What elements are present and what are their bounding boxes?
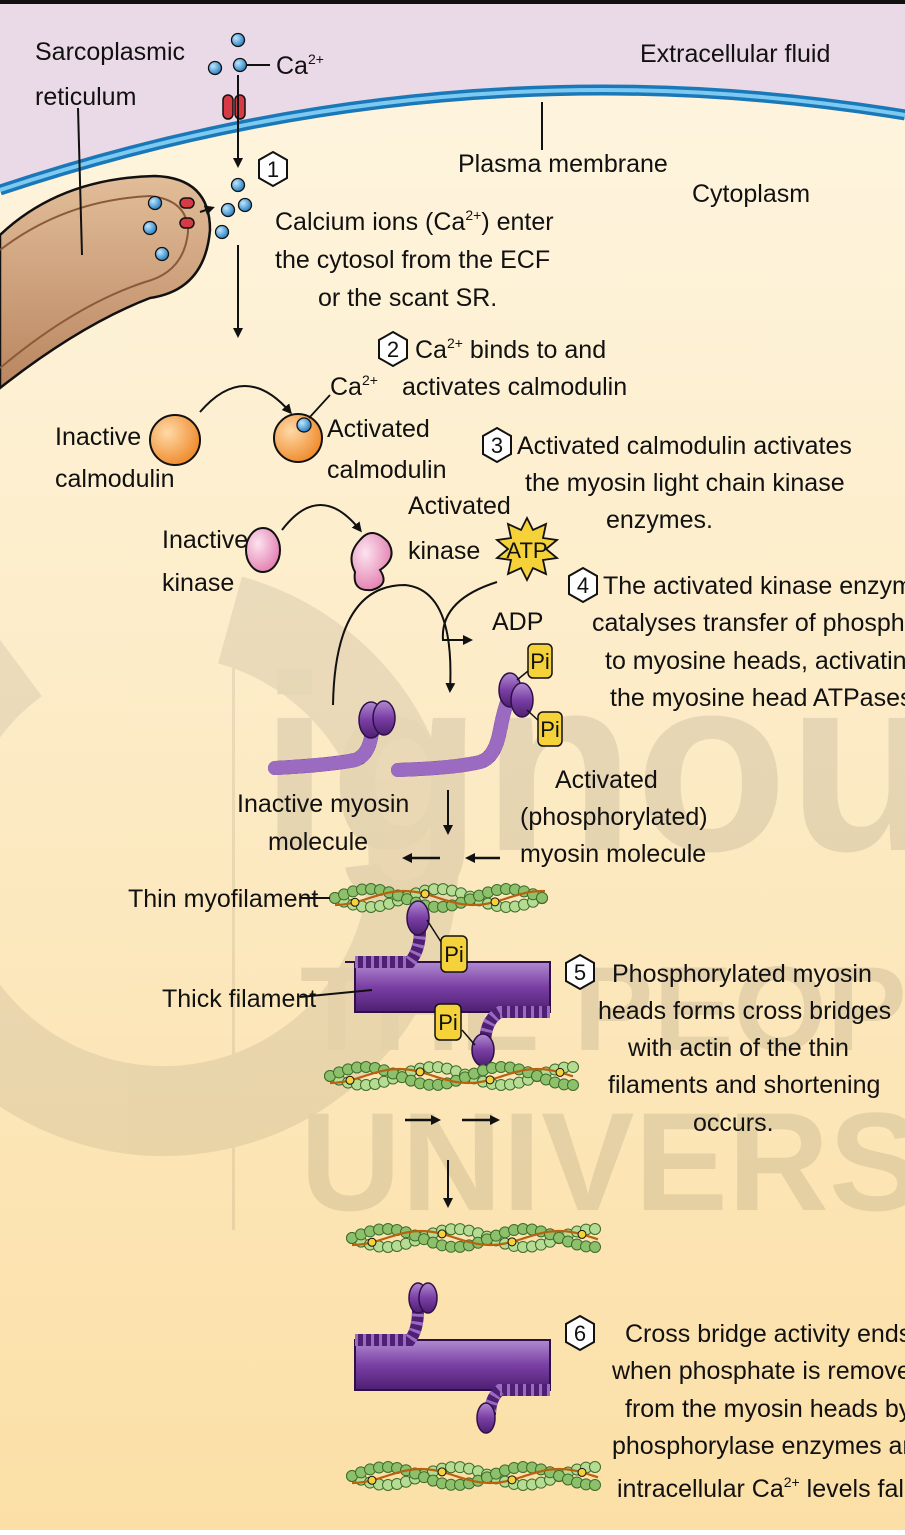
step-4-line-1: The activated kinase enzyme	[603, 572, 905, 600]
label-inactive-calmodulin-2: calmodulin	[55, 465, 175, 493]
troponin-complex	[416, 1068, 424, 1076]
actin-monomer	[568, 1079, 579, 1090]
label-activated-kinase-2: kinase	[408, 537, 480, 565]
label-activated-calmodulin-2: calmodulin	[327, 456, 447, 484]
troponin-complex	[486, 1076, 494, 1084]
watermark-line3: UNIVERSITY	[300, 1083, 905, 1240]
step-6-line-1: Cross bridge activity ends	[625, 1320, 905, 1348]
troponin-complex	[421, 890, 429, 898]
troponin-complex	[491, 898, 499, 906]
label-plasma-membrane: Plasma membrane	[458, 150, 668, 178]
step-3-line-1: Activated calmodulin activates	[517, 432, 852, 460]
label-activated-myosin-3: myosin molecule	[520, 840, 706, 868]
step-6-line-2: when phosphate is removed	[611, 1357, 905, 1385]
bound-calcium-ion	[297, 418, 311, 432]
label-activated-myosin-1: Activated	[555, 766, 658, 794]
pi-badge-activated-lower: Pi	[538, 712, 562, 746]
step-4-line-2: catalyses transfer of phosphate	[592, 609, 905, 637]
step-6-line-3: from the myosin heads by	[625, 1395, 905, 1423]
troponin-complex	[368, 1238, 376, 1246]
step-3-line-3: enzymes.	[606, 506, 713, 534]
step-4-line-3: to myosine heads, activating	[605, 647, 905, 675]
step-5-line-5: occurs.	[693, 1109, 774, 1137]
actin-monomer	[590, 1479, 601, 1490]
label-cytoplasm: Cytoplasm	[692, 180, 810, 208]
pi-badge-crossbridge-lower: Pi	[435, 1004, 461, 1040]
actin-monomer	[568, 1062, 579, 1073]
actin-monomer	[537, 892, 548, 903]
step-5-line-3: with actin of the thin	[627, 1034, 849, 1062]
troponin-complex	[508, 1476, 516, 1484]
step-1-line-2: the cytosol from the ECF	[275, 246, 550, 274]
step-1-number: 1	[267, 157, 279, 182]
step-1-line-3: or the scant SR.	[318, 284, 497, 312]
label-activated-myosin-2: (phosphorylated)	[520, 803, 708, 831]
step-6-line-5: intracellular Ca2+ levels fall.	[617, 1474, 905, 1503]
step-5-number: 5	[574, 960, 586, 985]
inactive-calmodulin	[150, 415, 200, 465]
label-extracellular: Extracellular fluid	[640, 40, 830, 68]
pi-badge-crossbridge-upper: Pi	[441, 936, 467, 972]
step-6-number: 6	[574, 1321, 586, 1346]
actin-monomer	[590, 1224, 601, 1235]
step-2-line-1: Ca2+ binds to and	[415, 335, 606, 364]
actin-monomer	[590, 1241, 601, 1252]
svg-text:Pi: Pi	[530, 649, 550, 674]
label-thick-filament: Thick filament	[162, 985, 316, 1013]
label-inactive-myosin-2: molecule	[268, 828, 368, 856]
actin-monomer	[590, 1462, 601, 1473]
step-2-line-2: activates calmodulin	[402, 373, 627, 401]
svg-text:Pi: Pi	[438, 1010, 458, 1035]
step-4-line-4: the myosine head ATPases.	[610, 684, 905, 712]
label-inactive-calmodulin-1: Inactive	[55, 423, 141, 451]
troponin-complex	[346, 1076, 354, 1084]
troponin-complex	[438, 1230, 446, 1238]
label-inactive-kinase-2: kinase	[162, 569, 234, 597]
step-3-number: 3	[491, 433, 503, 458]
label-sarcoplasmic-1: Sarcoplasmic	[35, 38, 185, 66]
label-thin-myofilament: Thin myofilament	[128, 885, 318, 913]
troponin-complex	[578, 1230, 586, 1238]
label-adp: ADP	[492, 608, 543, 636]
pi-badge-activated-upper: Pi	[528, 644, 552, 678]
step-3-line-2: the myosin light chain kinase	[525, 469, 845, 497]
label-sarcoplasmic-2: reticulum	[35, 83, 136, 111]
step-4-number: 4	[577, 573, 589, 598]
troponin-complex	[508, 1238, 516, 1246]
troponin-complex	[556, 1068, 564, 1076]
label-inactive-kinase-1: Inactive	[162, 526, 248, 554]
inactive-kinase	[246, 528, 280, 572]
label-activated-calmodulin-1: Activated	[327, 415, 430, 443]
step-5-line-4: filaments and shortening	[608, 1071, 880, 1099]
step-5-line-1: Phosphorylated myosin	[612, 960, 872, 988]
step-2-number: 2	[387, 337, 399, 362]
troponin-complex	[438, 1468, 446, 1476]
troponin-complex	[351, 898, 359, 906]
troponin-complex	[368, 1476, 376, 1484]
step-6-line-4: phosphorylase enzymes and	[612, 1432, 905, 1460]
label-inactive-myosin-1: Inactive myosin	[237, 790, 409, 818]
label-atp: ATP	[506, 538, 547, 563]
svg-text:Pi: Pi	[444, 942, 464, 967]
step-5-line-2: heads forms cross bridges	[598, 997, 891, 1025]
label-activated-kinase-1: Activated	[408, 492, 511, 520]
step-1-line-1: Calcium ions (Ca2+) enter	[275, 207, 554, 236]
troponin-complex	[578, 1468, 586, 1476]
svg-text:Pi: Pi	[540, 717, 560, 742]
